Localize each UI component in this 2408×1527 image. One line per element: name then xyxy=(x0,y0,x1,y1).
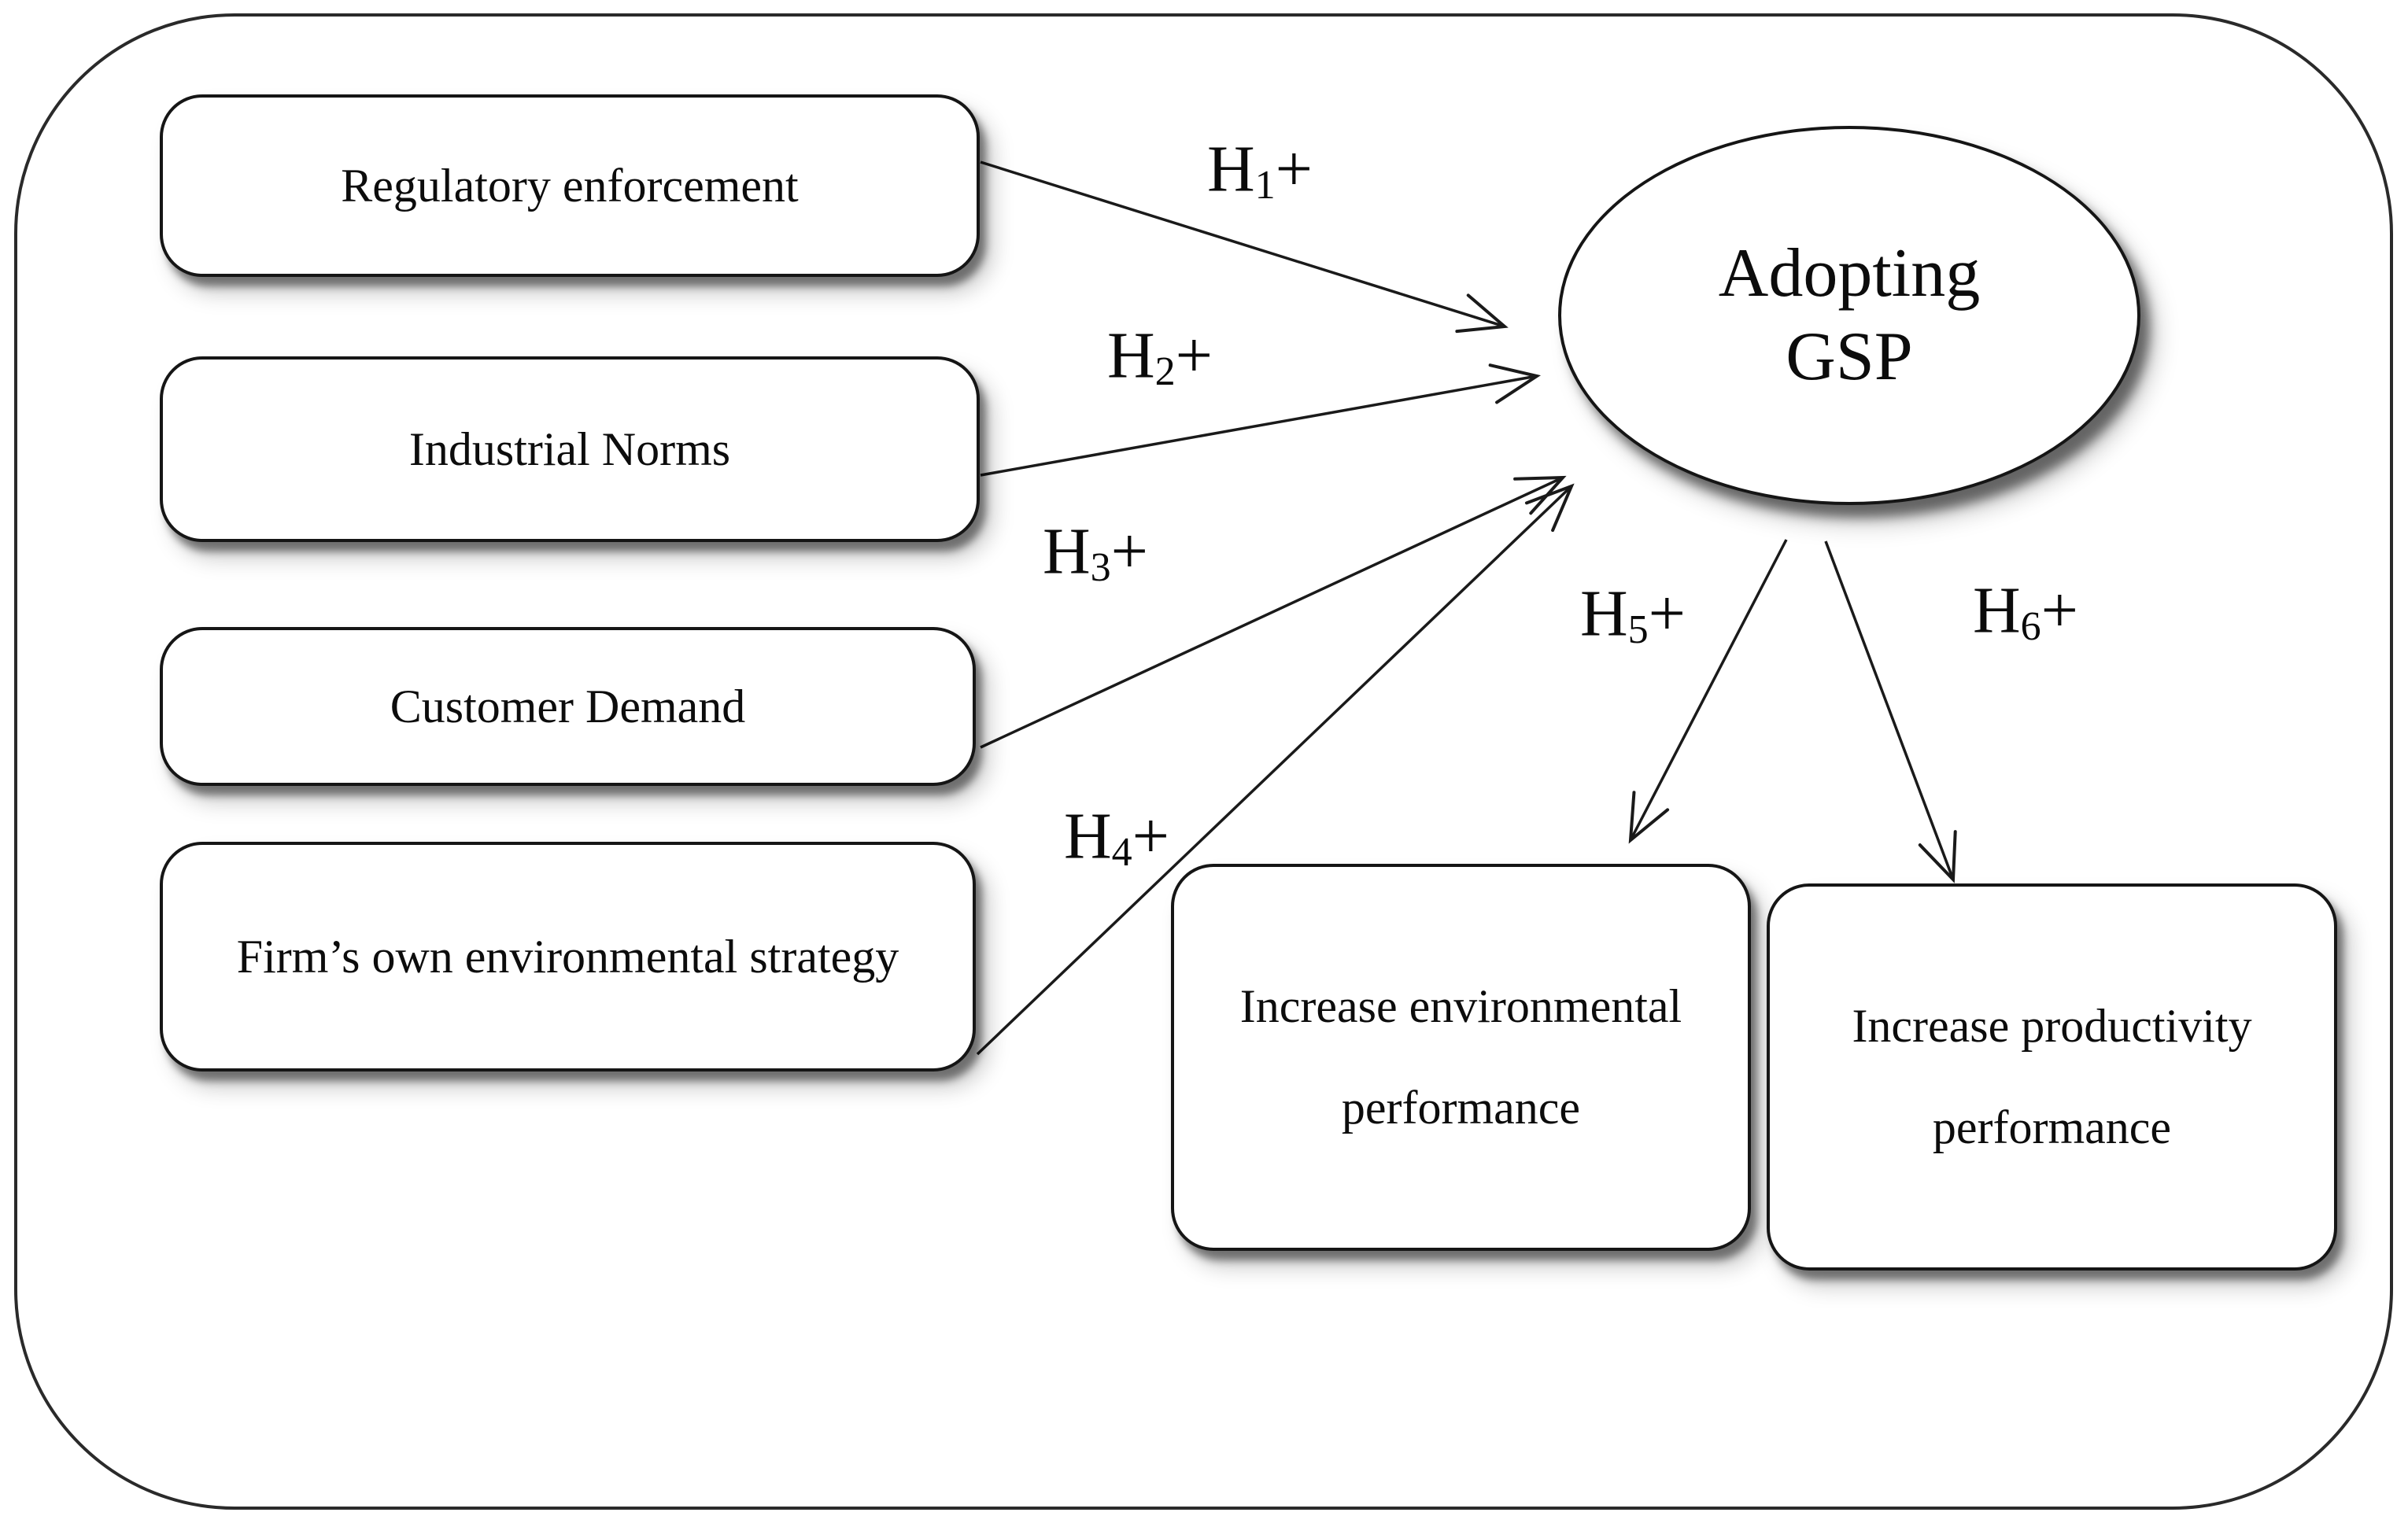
arrow-h3 xyxy=(980,475,1567,749)
mediator-line1: Adopting xyxy=(1718,235,1981,312)
hypothesis-label-h4: H4+ xyxy=(1064,799,1169,875)
outcome-box-environmental-performance: Increase environmental performance xyxy=(1171,864,1751,1251)
antecedent-label: Regulatory enforcement xyxy=(341,159,799,212)
h5-subscript: 5 xyxy=(1627,607,1649,652)
outcome-box-productivity-performance: Increase productivity performance xyxy=(1767,883,2337,1271)
hypothesis-label-h6: H6+ xyxy=(1973,573,2078,649)
h4-sign: + xyxy=(1132,799,1170,873)
mediator-line2: GSP xyxy=(1786,319,1913,395)
h3-sign: + xyxy=(1110,515,1149,588)
h6-letter: H xyxy=(1972,574,2021,647)
arrow-h4 xyxy=(976,483,1575,1056)
antecedent-label: Customer Demand xyxy=(390,680,746,732)
antecedent-box-firm-environmental-strategy: Firm’s own environmental strategy xyxy=(160,842,976,1071)
arrow-h5 xyxy=(1628,539,1788,844)
h2-subscript: 2 xyxy=(1154,349,1176,394)
h3-letter: H xyxy=(1042,515,1091,588)
hypothesis-label-h5: H5+ xyxy=(1580,576,1686,652)
outcome-label: Increase environmental performance xyxy=(1240,956,1682,1159)
h2-sign: + xyxy=(1175,319,1213,393)
h5-letter: H xyxy=(1579,577,1628,651)
hypothesis-label-h2: H2+ xyxy=(1107,318,1213,394)
h2-letter: H xyxy=(1106,319,1155,393)
h4-letter: H xyxy=(1063,799,1112,873)
h6-subscript: 6 xyxy=(2020,603,2041,649)
outcome-line2: performance xyxy=(1341,1082,1581,1134)
mediator-ellipse-adopting-gsp: Adopting GSP xyxy=(1558,126,2140,505)
arrow-h1 xyxy=(980,160,1509,334)
hypothesis-label-h1: H1+ xyxy=(1207,131,1313,208)
h3-subscript: 3 xyxy=(1090,544,1111,590)
h6-sign: + xyxy=(2041,574,2079,647)
mediator-label: Adopting GSP xyxy=(1719,232,1980,398)
outcome-line1: Increase productivity xyxy=(1852,1000,2252,1052)
antecedent-label: Industrial Norms xyxy=(408,422,731,475)
arrow-h2 xyxy=(980,363,1541,477)
antecedent-box-customer-demand: Customer Demand xyxy=(160,627,976,786)
outcome-line1: Increase environmental xyxy=(1239,980,1682,1032)
h1-subscript: 1 xyxy=(1254,162,1276,208)
h1-letter: H xyxy=(1206,132,1255,206)
antecedent-box-industrial-norms: Industrial Norms xyxy=(160,356,980,542)
antecedent-box-regulatory-enforcement: Regulatory enforcement xyxy=(160,94,980,277)
hypothesis-label-h3: H3+ xyxy=(1043,514,1148,590)
h5-sign: + xyxy=(1648,577,1686,651)
h4-subscript: 4 xyxy=(1111,829,1132,875)
h1-sign: + xyxy=(1275,132,1313,206)
antecedent-label: Firm’s own environmental strategy xyxy=(236,930,899,983)
outcome-line2: performance xyxy=(1932,1101,2172,1153)
outcome-label: Increase productivity performance xyxy=(1852,976,2251,1178)
arrow-h6 xyxy=(1824,540,1957,883)
